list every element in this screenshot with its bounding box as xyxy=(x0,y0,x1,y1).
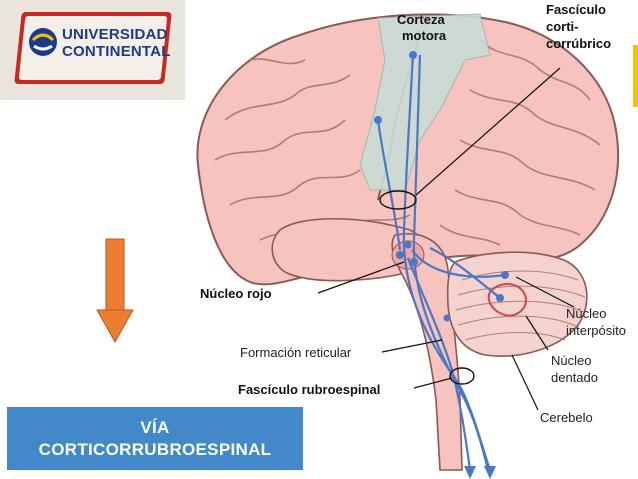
leader-lines xyxy=(317,67,575,411)
label-nucleo-dentado-1: Núcleo xyxy=(551,353,591,368)
label-fasciculo-rubroespinal: Fascículo rubroespinal xyxy=(238,382,380,397)
label-nucleo-dentado-2: dentado xyxy=(551,370,598,385)
side-accent-bar xyxy=(633,45,638,107)
pathway-title: VÍA CORTICORRUBROESPINAL xyxy=(7,407,303,470)
motor-pathways xyxy=(376,54,506,471)
label-formacion-reticular: Formación reticular xyxy=(240,345,352,360)
logo-line-2: CONTINENTAL xyxy=(62,43,171,60)
label-fasciculo-3: corrúbrico xyxy=(546,36,611,51)
brainstem xyxy=(391,233,463,471)
cerebellum xyxy=(446,251,588,357)
rubrospinal-marker xyxy=(449,367,475,385)
cerebellum-folia xyxy=(455,270,586,341)
motor-cortex xyxy=(359,13,491,191)
corticorubral-marker xyxy=(379,190,417,210)
logo-wordmark: UNIVERSIDAD CONTINENTAL xyxy=(62,26,171,60)
label-corteza-2: motora xyxy=(402,28,447,43)
label-nucleo-interposito-1: Núcleo xyxy=(566,306,606,321)
pathway-dots xyxy=(374,51,509,322)
label-corteza-1: Corteza xyxy=(397,12,445,27)
label-nucleo-interposito-2: interpósito xyxy=(566,323,626,338)
label-cerebelo: Cerebelo xyxy=(540,410,593,425)
university-logo: UNIVERSIDAD CONTINENTAL xyxy=(0,0,185,100)
dentate-nucleus xyxy=(487,283,527,317)
label-fasciculo-2: corti- xyxy=(546,19,579,34)
title-line-2: CORTICORRUBROESPINAL xyxy=(38,439,272,459)
pathway-arrowheads xyxy=(464,466,496,479)
label-fasciculo-1: Fascículo xyxy=(546,2,606,17)
label-nucleo-rojo: Núcleo rojo xyxy=(200,286,272,301)
university-emblem-icon xyxy=(29,28,57,56)
logo-line-1: UNIVERSIDAD xyxy=(62,26,168,43)
down-arrow-icon xyxy=(96,238,134,344)
title-line-1: VÍA xyxy=(140,417,170,437)
